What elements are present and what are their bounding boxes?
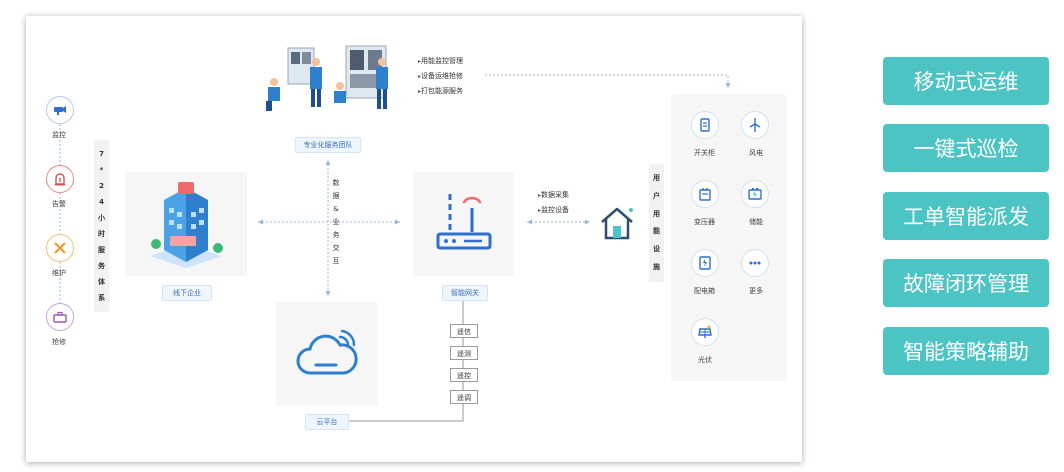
exchange-char: 务 [332,231,340,239]
facility-char: 设 [653,244,660,253]
more-circle [741,249,769,277]
enterprise-building-icon [150,182,223,268]
service-hours-column: 7 * 2 4 小 时 服 务 体 系 [94,140,109,312]
more-icon [749,261,761,265]
facility-char: 户 [653,191,660,200]
exchange-char: 业 [332,218,340,226]
service-char: 服 [98,245,105,254]
alarm-label: 告警 [52,200,66,208]
transformer-circle [691,180,719,208]
exchange-char: 互 [332,257,340,265]
device-label: 开关柜 [694,149,715,157]
device-label: 储能 [749,218,763,226]
team-bullet: 打包能源服务 [418,86,463,96]
device-label: 更多 [749,287,763,295]
device-label: 配电箱 [694,287,715,295]
repair-label: 抢修 [52,338,66,346]
solar-circle [691,318,719,346]
user-facilities-column: 用 户 用 能 设 施 [649,164,664,282]
remote-step: 遥调 [450,390,478,404]
maintain-label: 维护 [52,269,66,277]
device-label: 风电 [749,149,763,157]
facility-char: 用 [653,174,660,183]
alarm-icon [55,173,65,186]
data-exchange-text: 数 据 & 业 务 交 互 [331,180,341,265]
feature-fault-closed-loop: 故障闭环管理 [883,259,1049,307]
device-label: 光伏 [698,356,712,364]
service-char: 4 [99,197,104,206]
remote-step: 遥信 [450,324,478,338]
feature-smart-dispatch: 工单智能派发 [883,192,1049,240]
maintain-circle [46,234,74,262]
wind-circle [741,111,769,139]
solar-panel-icon [698,325,712,338]
facility-char: 用 [653,209,660,218]
feature-strategy-assist: 智能策略辅助 [883,327,1049,375]
device-label: 变压器 [694,218,715,226]
service-char: 体 [98,277,105,286]
devices-panel [671,94,787,381]
storage-circle [741,180,769,208]
service-team-label: 专业化服务团队 [295,137,361,153]
cloud-panel [276,302,378,406]
exchange-char: 据 [332,192,340,200]
repair-circle [46,303,74,331]
exchange-char: 交 [332,244,340,252]
transformer-icon [699,188,711,201]
gateway-label: 智能网关 [442,285,488,301]
remote-step: 遥控 [450,368,478,382]
distribution-circle [691,249,719,277]
service-char: 系 [98,293,105,302]
service-char: 时 [98,229,105,238]
exchange-char: & [333,205,339,213]
camera-icon [54,106,66,115]
team-bullet: 用能监控管理 [418,56,463,66]
feature-mobile-ops: 移动式运维 [883,57,1049,105]
enterprise-label: 线下企业 [162,285,212,301]
distribution-box-icon [699,256,711,270]
switchgear-circle [691,111,719,139]
team-bullet: 设备运维抢修 [418,71,463,81]
service-char: 2 [99,181,104,190]
monitor-label: 监控 [52,131,66,139]
exchange-char: 数 [332,179,340,187]
service-char: 7 [99,149,104,158]
cloud-label: 云平台 [305,414,349,430]
gateway-bullet: 监控设备 [538,205,569,215]
battery-icon [748,188,762,200]
toolbox-icon [53,311,67,323]
facility-char: 能 [653,227,660,236]
service-team-illustration [266,45,388,111]
service-char: 小 [98,213,105,222]
alarm-circle [46,165,74,193]
remote-step: 遥测 [450,346,478,360]
wind-turbine-icon [749,118,761,132]
smart-gateway-router-icon [436,194,492,250]
cloud-icon [296,329,358,375]
wrench-icon [54,242,66,254]
monitor-circle [46,96,74,124]
gateway-panel [413,172,514,276]
gateway-bullet: 数据采集 [538,190,569,200]
facility-char: 施 [653,262,660,271]
service-char: 务 [98,261,105,270]
home-icon [601,207,633,240]
switchgear-icon [700,118,710,132]
feature-one-click-inspection: 一键式巡检 [883,124,1049,172]
service-char: * [99,165,104,174]
